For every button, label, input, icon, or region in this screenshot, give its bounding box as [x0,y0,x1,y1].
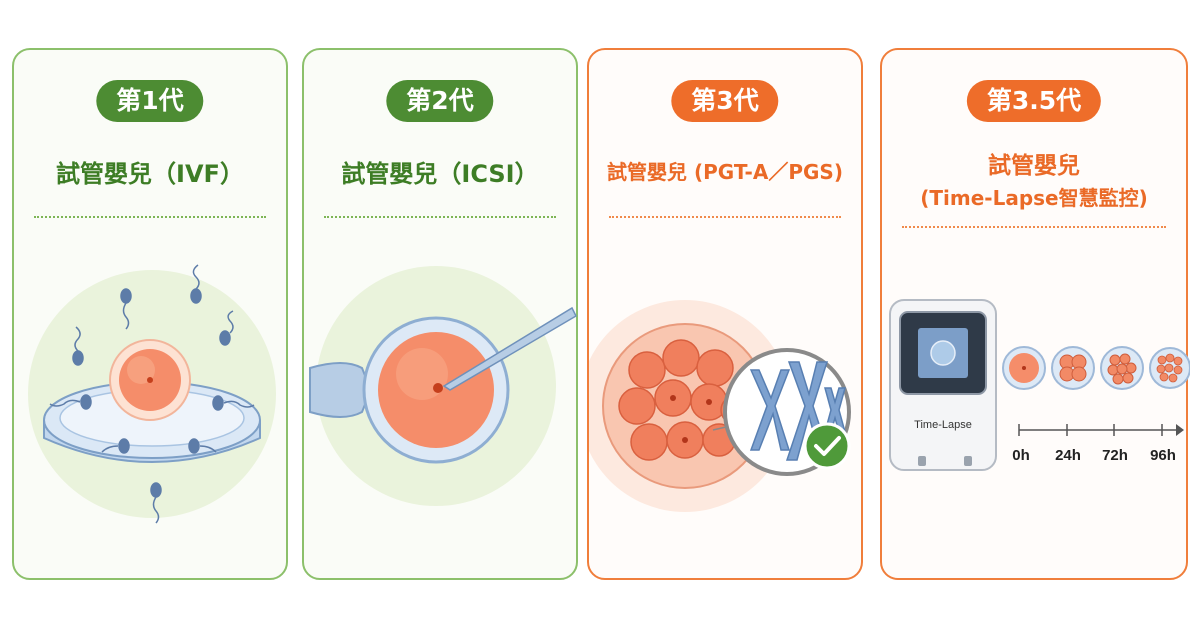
holding-pipette [309,362,367,418]
injection-needle [442,306,577,391]
incubator-label: Time-Lapse [914,419,972,431]
dotted-divider [609,216,841,218]
blastocyst-embryo [602,323,768,489]
card-title: 試管嬰兒 (PGT-A／PGS) [607,160,843,184]
embryo-24h [1051,346,1095,390]
timeline-axis [1018,424,1184,436]
embryo-stages [1002,346,1190,390]
generation-badge: 第3.5代 [966,80,1102,122]
generation-badge: 第3代 [671,80,779,122]
time-lapse-illustration: Time-Lapse [889,299,1190,471]
timeline-tick-0h: 0h [1012,447,1030,464]
card-title-line2: (Time-Lapse智慧監控) [920,186,1148,210]
dotted-divider [34,216,266,218]
dotted-divider [324,216,556,218]
incubator-device [889,299,997,471]
embryo-0h [1002,346,1046,390]
card-title: 試管嬰兒（ICSI） [341,160,539,188]
timeline-tick-96h: 96h [1150,447,1176,464]
card-pgt: 第3代 試管嬰兒 (PGT-A／PGS) [587,48,863,580]
card-title-line1: 試管嬰兒 [988,153,1080,179]
check-icon [803,422,851,470]
sperm-cells [49,264,255,524]
egg-cell [362,316,510,464]
card-ivf: 第1代 試管嬰兒（IVF） [12,48,288,580]
icsi-illustration [309,266,577,506]
timeline-tick-24h: 24h [1055,447,1081,464]
timeline-tick-72h: 72h [1102,447,1128,464]
generation-badge: 第2代 [386,80,494,122]
card-time-lapse: 第3.5代 試管嬰兒 (Time-Lapse智慧監控) Time-Lapse [880,48,1190,580]
generation-badge: 第1代 [96,80,204,122]
ivf-illustration [28,264,276,524]
dotted-divider [902,226,1166,228]
embryo-72h [1100,346,1144,390]
pgt-illustration [589,300,851,512]
card-title: 試管嬰兒（IVF） [56,160,244,188]
embryo-96h [1149,347,1190,389]
card-icsi: 第2代 試管嬰兒（ICSI） [302,48,578,580]
egg-cell [109,339,191,421]
